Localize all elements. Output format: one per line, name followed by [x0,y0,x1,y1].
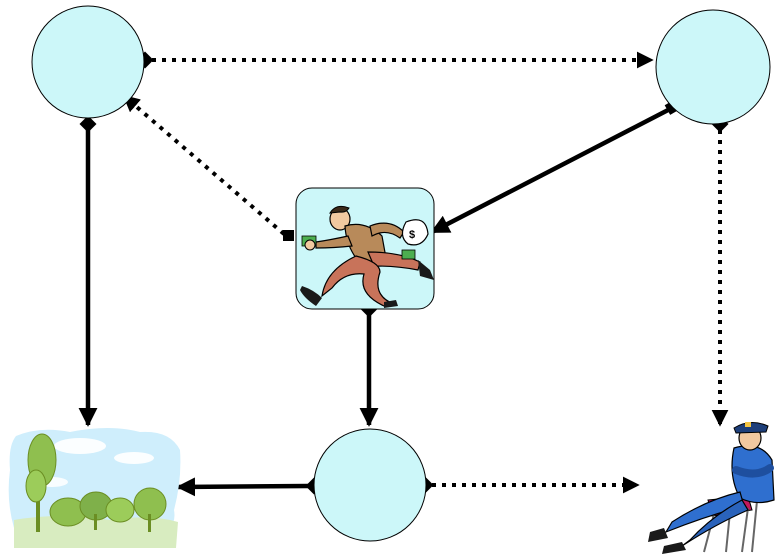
connector-diamond [79,115,97,133]
node-top-right-circle[interactable] [655,9,771,125]
park-trees-icon [8,428,181,548]
node-park[interactable] [8,428,181,548]
edge-top-right-to-police [711,115,729,427]
police-officer-sitting-icon [648,422,775,554]
edge-bottom-middle-to-police [416,476,640,494]
node-top-left-circle[interactable] [31,5,145,119]
edge-bottom-middle-to-park [176,477,323,497]
node-robber[interactable]: $ [295,187,435,310]
node-police[interactable] [648,422,775,554]
running-thief-with-money-bag-icon: $ [300,205,434,308]
edge-top-right-to-robber [430,99,680,234]
node-bottom-middle-circle[interactable] [313,428,427,542]
edge-top-left-to-park [78,115,98,427]
edge-robber-to-top-left [122,94,294,241]
connector-square [283,230,294,241]
edge-robber-to-bottom-middle [359,300,379,427]
svg-text:$: $ [409,229,415,241]
edge-top-left-to-top-right [136,51,654,69]
